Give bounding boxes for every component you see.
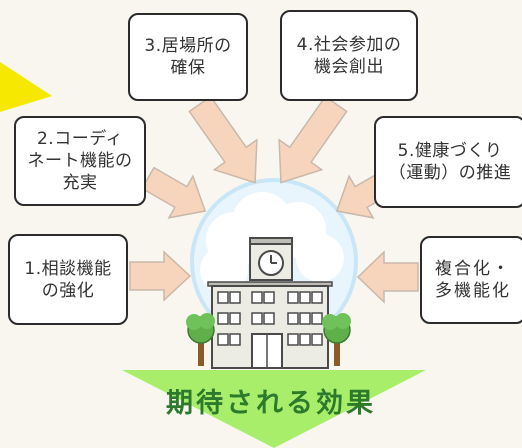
box-health-promotion-label: 5.健康づくり （運動）の推進 [388,141,512,183]
box-coordination-function: 2.コーディ ネート機能の 充実 [14,116,146,206]
box-coordination-function-label: 2.コーディ ネート機能の 充実 [27,129,133,193]
school-building-icon [207,237,333,369]
arrow-from-box-1 [129,250,192,302]
arrow-from-box-4 [278,95,348,184]
box-consultation-function-label: 1.相談機能 の強化 [24,258,112,301]
yellow-arrow-tip [0,62,52,112]
box-health-promotion: 5.健康づくり （運動）の推進 [374,116,522,208]
effect-label: 期待される効果 [166,388,376,419]
box-place-to-belong-label: 3.居場所の 確保 [144,36,232,78]
box-multifunction: 複合化・ 多機能化 [420,236,522,324]
box-consultation-function: 1.相談機能 の強化 [8,234,128,325]
tree-icon [186,313,215,366]
box-social-participation: 4.社会参加の 機会創出 [280,10,418,101]
effect-arrow [122,370,426,448]
tree-icon [322,313,351,366]
arrow-from-box-2 [140,166,207,219]
box-social-participation-label: 4.社会参加の 機会創出 [296,34,402,77]
box-place-to-belong: 3.居場所の 確保 [128,13,248,101]
arrow-from-box-3 [188,95,258,184]
arrow-from-box-6 [356,250,419,304]
box-multifunction-label: 複合化・ 多機能化 [435,259,511,301]
